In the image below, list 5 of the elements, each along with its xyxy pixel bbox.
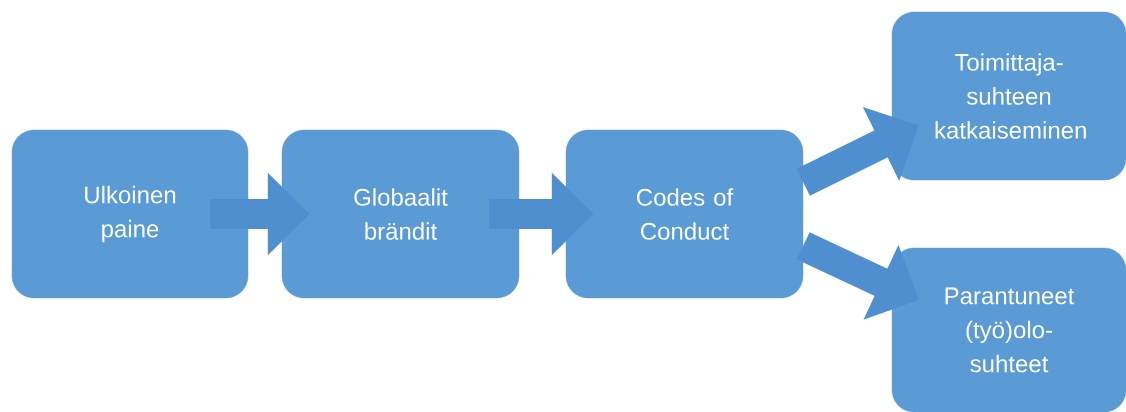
process-box: Ulkoinen paine: [11, 129, 249, 299]
process-box: Toimittaja-suhteen katkaiseminen: [891, 11, 1126, 181]
process-box: Codes of Conduct: [565, 129, 804, 299]
process-box: Parantuneet (työ)olo-suhteet: [891, 247, 1126, 412]
process-box: Globaalit brändit: [281, 129, 520, 299]
